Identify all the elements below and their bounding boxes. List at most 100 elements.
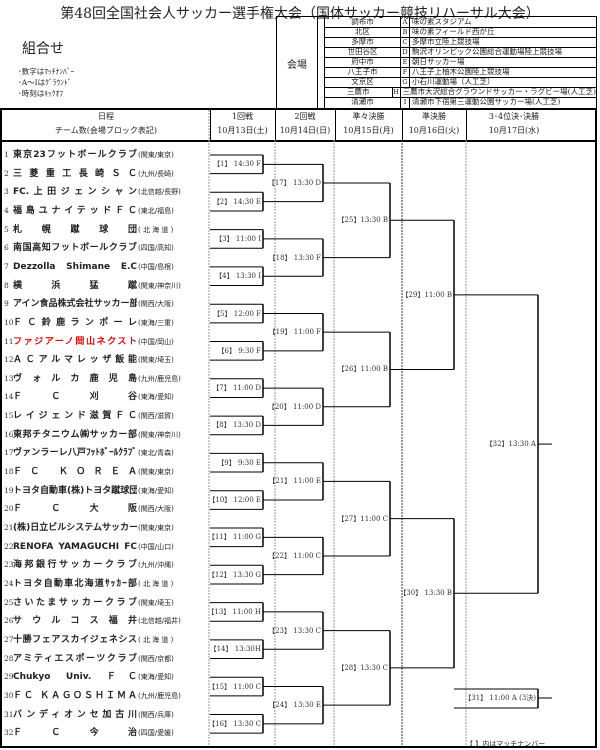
team-region: (九州/鹿児島)	[138, 374, 181, 383]
venue-city: 世田谷区	[324, 47, 401, 57]
match-label: 【9】 9:30 E	[217, 458, 261, 467]
venue-name: 小石川運動場（人工芝）	[412, 77, 495, 86]
team-region: (関西/京都)	[138, 654, 174, 663]
team-number: 13	[4, 373, 14, 383]
team-name: ＦＣ ＫＯＲＥＡ	[13, 467, 137, 478]
team-region: (東海/三重)	[138, 318, 174, 327]
team-region: ( 北 海 道 )	[138, 225, 174, 234]
team-number: 16	[4, 429, 14, 439]
venue-label: 会場	[277, 17, 318, 109]
team-number: 10	[4, 317, 14, 327]
team-entry: 21(株)日立ビルシステムサッカー部(関東/東京)	[4, 521, 210, 535]
team-number: 17	[4, 448, 14, 458]
team-name: (株)日立ビルシステムサッカー部	[13, 523, 137, 533]
match-label: 【14】 13:30H	[209, 645, 261, 654]
team-number: 32	[4, 728, 14, 738]
team-region: (北信越/長野)	[138, 188, 181, 197]
venue-city: 調布市	[324, 17, 401, 27]
team-name: ＦＣ刈谷	[13, 392, 137, 403]
venue-city: 府中市	[324, 57, 401, 67]
team-number: 28	[4, 653, 14, 663]
venue-letter: I	[401, 97, 410, 109]
team-name: さいたまサッカークラブ	[13, 597, 137, 608]
team-region: (東北/福島)	[138, 206, 174, 215]
team-name: 南国高知フットボールクラブ	[13, 243, 137, 254]
team-number: 2	[4, 168, 9, 178]
team-number: 27	[4, 634, 14, 644]
match-label: 【4】 13:30 I	[215, 272, 261, 281]
team-region: (四国/高知)	[138, 244, 174, 253]
match-label: 【24】 13:30 E	[268, 701, 321, 710]
match-label: 【3】 11:00 I	[215, 234, 261, 243]
team-region: ( 北 海 道 )	[138, 635, 174, 644]
team-name: ファジアーノ岡山ネクスト	[13, 336, 137, 347]
match-label: 【23】 13:30 C	[268, 626, 321, 635]
venue-city: 北区	[324, 27, 401, 37]
team-region: (東海/愛知)	[138, 486, 174, 495]
match-label: 【28】13:30 C	[337, 663, 388, 672]
match-label: 【15】 11:00 C	[208, 682, 261, 691]
team-region: (関東/東京)	[138, 151, 174, 159]
team-region: (関東/東京)	[138, 524, 174, 532]
team-region: (中国/島根)	[138, 262, 174, 271]
team-name: バンディオンセ加古川	[13, 709, 137, 720]
team-number: 24	[4, 578, 14, 588]
match-label: 【29】11:00 B	[401, 290, 452, 299]
team-region: (東海/愛知)	[138, 393, 174, 402]
team-number: 15	[4, 411, 14, 421]
team-name: 東京23フットボールクラブ	[13, 150, 137, 160]
team-region: (関西/滋賀)	[138, 412, 174, 421]
team-number: 30	[4, 690, 14, 700]
venue-name: 味の素フィールド西が丘	[412, 27, 495, 36]
venue-name: 清瀬市下宿第三運動公園サッカー場(人工芝)	[412, 97, 561, 106]
team-region: (関西/大阪)	[138, 505, 174, 514]
team-region: (中国/山口)	[138, 542, 174, 551]
venue-city: 清瀬市	[324, 97, 401, 109]
match-label: 【8】 13:30 D	[212, 421, 261, 430]
team-region: (中国/岡山)	[138, 337, 174, 346]
match-label: 【31】 11:00 A (3決)	[464, 694, 536, 702]
team-region: (九州/沖縄)	[138, 561, 174, 570]
team-region: (関東/埼玉)	[138, 356, 174, 365]
venue-letter: B	[401, 27, 410, 37]
venue-letter: C	[401, 37, 410, 47]
match-label: 【6】 9:30 F	[217, 346, 261, 355]
section-heading: 組合せ	[22, 41, 64, 57]
team-number: 29	[4, 672, 14, 682]
team-name: トヨタ自動車(株)トヨタ蹴球団	[13, 485, 137, 496]
match-label: 【1】 14:30 F	[213, 160, 261, 169]
team-region: (関東/東京)	[138, 468, 174, 477]
venue-city: 八王子市	[324, 67, 401, 77]
team-number: 22	[4, 541, 14, 551]
match-label: 【30】 13:30 B	[399, 589, 452, 598]
team-name: サウルコス福井	[13, 616, 137, 627]
team-region: (北信越/福井)	[138, 617, 181, 626]
note: ･時刻はｷｯｸｵﾌ	[18, 89, 63, 98]
legend-note: 【 】内はマッチナンバー	[466, 740, 546, 748]
